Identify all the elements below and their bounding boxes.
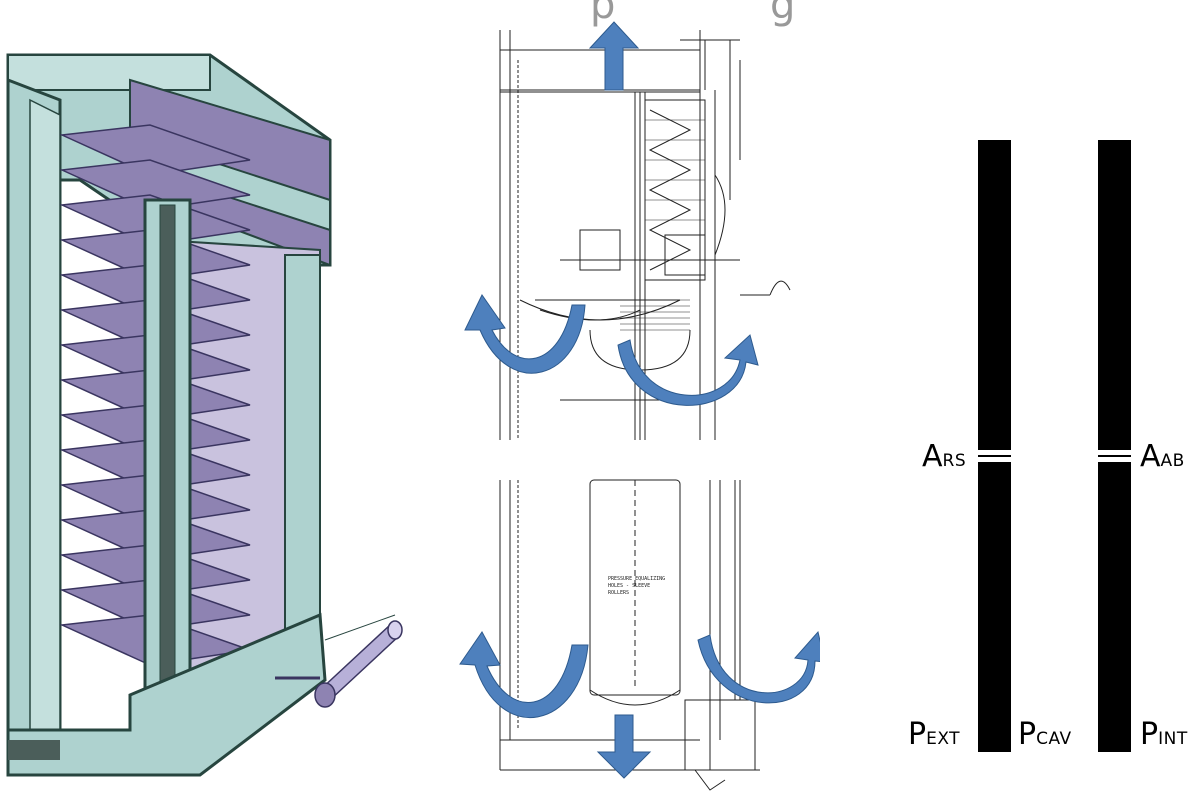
note-line-2: HOLES - SLEEVE xyxy=(608,583,650,589)
note-line-1: PRESSURE EQUALIZING xyxy=(608,576,665,582)
window-cutaway-illustration xyxy=(6,53,403,777)
opening-line-ab xyxy=(1098,455,1131,457)
exterior-layer-upper-bar xyxy=(978,140,1011,450)
interior-layer-upper-bar xyxy=(1098,140,1131,450)
opening-line-rs xyxy=(978,455,1011,457)
label-a-rs-sub: RS xyxy=(942,451,967,471)
label-p-ext-sub: EXT xyxy=(926,729,961,749)
label-p-cav-main: P xyxy=(1018,717,1037,752)
label-p-int: PINT xyxy=(1140,720,1188,750)
airflow-arrows xyxy=(459,21,820,779)
pressure-model-diagram: ARS AAB PEXT PCAV PINT xyxy=(900,0,1200,795)
arrow-down xyxy=(596,714,652,779)
arrow-lower-left xyxy=(459,631,589,719)
exterior-layer-lower-bar xyxy=(978,462,1011,752)
label-p-cav: PCAV xyxy=(1018,720,1072,750)
drain-tube xyxy=(275,614,403,708)
label-a-ab: AAB xyxy=(1140,442,1185,472)
interior-layer-lower-bar xyxy=(1098,462,1131,752)
label-a-ab-sub: AB xyxy=(1160,451,1185,471)
note-line-3: ROLLERS xyxy=(608,590,629,596)
label-p-ext: PEXT xyxy=(908,720,960,750)
label-p-cav-sub: CAV xyxy=(1036,729,1072,749)
section-notes: PRESSURE EQUALIZING HOLES - SLEEVE ROLLE… xyxy=(608,576,665,596)
facade-section-drawing: p g xyxy=(459,0,820,791)
label-a-ab-main: A xyxy=(1140,439,1161,474)
arrow-up xyxy=(588,21,640,91)
arrow-lower-right xyxy=(697,630,820,704)
label-a-rs-main: A xyxy=(922,439,943,474)
label-a-rs: ARS xyxy=(922,442,966,472)
label-p-ext-main: P xyxy=(908,717,927,752)
svg-text:g: g xyxy=(770,0,795,28)
arrow-upper-left xyxy=(464,294,586,374)
label-p-int-sub: INT xyxy=(1158,729,1188,749)
top-fragment-text: p xyxy=(590,0,615,28)
label-p-int-main: P xyxy=(1140,717,1159,752)
arrow-upper-right xyxy=(617,334,759,406)
